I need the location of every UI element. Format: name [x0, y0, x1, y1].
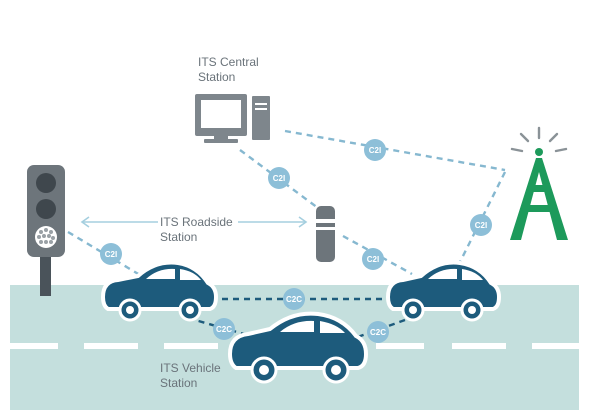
svg-text:C2I: C2I	[273, 174, 285, 183]
c2c-badge-top: C2C	[283, 288, 305, 310]
traffic-light-icon	[27, 165, 65, 296]
svg-text:Station: Station	[160, 376, 197, 390]
svg-text:C2C: C2C	[216, 325, 232, 334]
svg-text:C2I: C2I	[367, 255, 379, 264]
link-traffic-car	[67, 230, 141, 277]
antenna-icon	[510, 126, 568, 240]
svg-text:C2I: C2I	[475, 221, 487, 230]
svg-text:C2I: C2I	[369, 146, 381, 155]
link-central-antenna	[284, 129, 506, 172]
svg-text:ITS Central: ITS Central	[198, 55, 259, 69]
label-vehicle-station: ITS Vehicle Station	[160, 361, 221, 390]
car-right-icon	[385, 260, 502, 322]
label-central-station: ITS Central Station	[198, 55, 259, 84]
svg-text:ITS Vehicle: ITS Vehicle	[160, 361, 221, 375]
svg-text:C2I: C2I	[105, 250, 117, 259]
svg-text:C2C: C2C	[286, 295, 302, 304]
roadside-unit-icon	[316, 206, 335, 262]
lane-markings	[10, 343, 579, 349]
svg-text:Station: Station	[160, 230, 197, 244]
car-left-icon	[100, 260, 219, 322]
roadside-arrow	[80, 216, 308, 228]
svg-text:C2C: C2C	[370, 328, 386, 337]
link-car-car-right	[351, 318, 406, 341]
c2i-badge-central-roadside: C2I	[268, 167, 290, 189]
c2i-badge-central-antenna: C2I	[364, 139, 386, 161]
c2i-badge-roadside-car: C2I	[362, 248, 384, 270]
c2c-badge-left: C2C	[213, 318, 235, 340]
car-center-icon	[227, 311, 369, 384]
link-roadside-car	[342, 234, 413, 276]
links	[67, 129, 507, 277]
svg-text:ITS Roadside: ITS Roadside	[160, 215, 233, 229]
svg-text:Station: Station	[198, 70, 235, 84]
c2i-badge-traffic-car: C2I	[100, 243, 122, 265]
label-roadside-station: ITS Roadside Station	[160, 215, 233, 244]
computer-icon	[195, 94, 270, 143]
c2c-badge-right: C2C	[367, 321, 389, 343]
c2i-badge-antenna-car: C2I	[470, 214, 492, 236]
